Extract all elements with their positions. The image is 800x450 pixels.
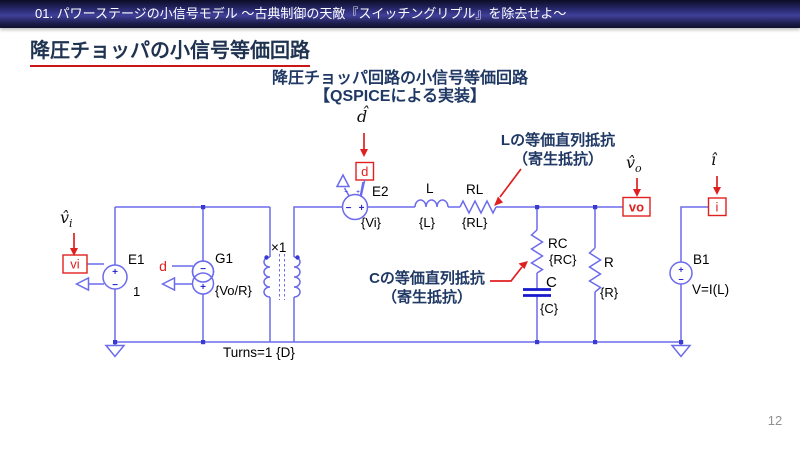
c-value: {C} (540, 301, 559, 316)
vo-arrow-icon (633, 189, 641, 197)
rl-label: RL (466, 182, 484, 197)
ground-symbols (104, 342, 692, 358)
svg-text:−: − (346, 203, 352, 214)
wires (114, 206, 708, 343)
d-arrow-icon (360, 149, 368, 157)
vi-math-label: v̂i (60, 208, 73, 231)
i-net-text: i (716, 200, 719, 215)
transformer-primary-winding (263, 256, 271, 298)
d-net-text: d (361, 164, 368, 179)
vo-net-text: vo (629, 200, 644, 215)
l-label: L (426, 181, 434, 196)
subtitle-line1: 降圧チョッパ回路の小信号等価回路 (271, 70, 528, 87)
e2-label: E2 (372, 184, 389, 199)
probe-arrows (70, 133, 721, 256)
i-net-box (707, 197, 727, 217)
g1-control-net: d (159, 258, 167, 274)
l-esr-arrow-icon (494, 196, 503, 206)
vi-arrow-icon (70, 248, 78, 256)
rc-value: {RC} (549, 252, 577, 267)
transformer-phase-dot (264, 255, 269, 260)
e1-voltage-source: + − E1 1 (74, 252, 145, 299)
transformer-turns: Turns=1 {D} (223, 345, 295, 360)
e1-value: 1 (133, 284, 140, 299)
vi-net-box (62, 254, 88, 274)
c-esr-annotation: Cの等価直列抵抗 （寄生抵抗） (369, 270, 485, 306)
vi-net-text: vi (70, 257, 80, 272)
d-net-box (355, 161, 375, 181)
slide-header-text: 01. パワーステージの小信号モデル ～古典制御の天敵『スイッチングリプル』を除… (35, 6, 567, 21)
svg-text:+: + (359, 203, 365, 214)
g1-label: G1 (215, 251, 233, 266)
resistor-rc: RC {RC} (530, 229, 577, 274)
svg-text:+: + (112, 267, 118, 278)
e1-port-arrow-icon (74, 276, 90, 292)
resistor-rl: RL {RL} (459, 182, 497, 230)
e2-port-arrow-icon (335, 173, 351, 188)
e2-value: {Vi} (361, 215, 382, 230)
svg-text:−: − (200, 264, 206, 275)
capacitor-c: C {C} (523, 274, 559, 316)
junction-dots (113, 205, 684, 345)
transformer-ratio: ×1 (271, 240, 286, 255)
b1-behavioral-source: + − B1 V=I(L) (669, 252, 729, 297)
rl-value: {RL} (462, 215, 488, 230)
svg-text:−: − (344, 189, 348, 196)
r-label: R (604, 255, 614, 270)
page-title: 降圧チョッパの小信号等価回路 (30, 34, 310, 67)
svg-text:−: − (112, 280, 118, 291)
rc-label: RC (548, 236, 568, 251)
transformer-secondary-winding (293, 256, 301, 298)
subtitle-line2: 【QSPICEによる実装】 (314, 88, 486, 105)
c-esr-arrow-icon (518, 261, 528, 269)
svg-text:−: − (678, 275, 683, 285)
ground-icon (104, 344, 126, 358)
annotation-arrows (490, 168, 528, 282)
ground-icon (670, 344, 692, 358)
svg-text:+: + (356, 189, 360, 196)
i-math-label: î (711, 150, 717, 169)
svg-text:+: + (678, 265, 683, 275)
c-label: C (546, 274, 557, 291)
vo-net-box (622, 196, 651, 217)
transformer-phase-dot (295, 255, 300, 260)
svg-text:+: + (200, 282, 206, 293)
circuit-subtitle: 降圧チョッパ回路の小信号等価回路 【QSPICEによる実装】 (0, 70, 800, 106)
b1-label: B1 (693, 252, 710, 267)
d-math-label: d̂ (357, 107, 368, 126)
l-esr-annotation: Lの等価直列抵抗 （寄生抵抗） (500, 132, 616, 168)
i-arrow-icon (713, 187, 721, 195)
e1-label: E1 (128, 252, 145, 267)
b1-value: V=I(L) (692, 282, 729, 297)
slide-header-banner: 01. パワーステージの小信号モデル ～古典制御の天敵『スイッチングリプル』を除… (0, 0, 800, 28)
r-value: {R} (600, 285, 619, 300)
l-value: {L} (419, 215, 436, 230)
g1-value: {Vo/R} (215, 283, 253, 298)
net-labels: vi d vo i (62, 161, 727, 274)
page-number: 12 (767, 413, 783, 428)
transformer: ×1 Turns=1 {D} (223, 240, 301, 360)
e2-voltage-source: − + − + E2 {Vi} (335, 173, 389, 230)
inductor-l: L {L} (414, 181, 449, 230)
transformer-core (279, 254, 285, 300)
g1-port-arrow-icon (160, 276, 176, 292)
resistor-r: R {R} (588, 247, 619, 300)
g1-current-source: − + d G1 {Vo/R} (159, 251, 252, 298)
vo-math-label: v̂o (626, 153, 642, 176)
